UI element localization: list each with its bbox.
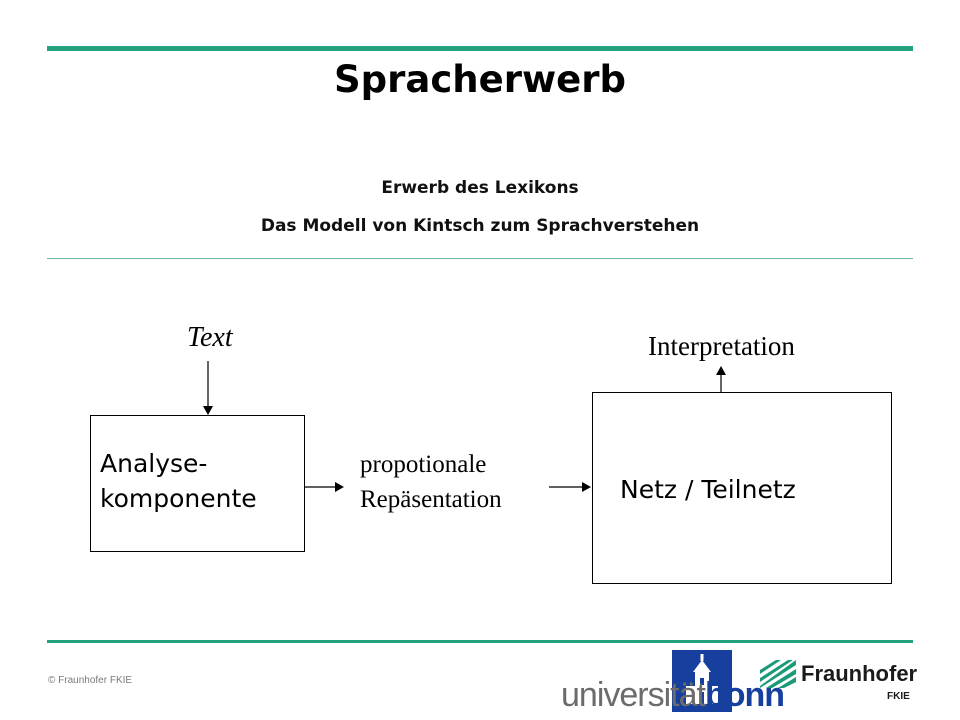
input-text-label: Text — [187, 322, 233, 353]
slide-subtitle-2: Das Modell von Kintsch zum Sprachversteh… — [260, 216, 700, 236]
header-divider — [47, 258, 913, 259]
fraunhofer-logo-subtext: FKIE — [887, 691, 910, 702]
analysis-component-box — [90, 415, 305, 552]
footer-rule — [47, 640, 913, 643]
arrowhead-up — [716, 366, 726, 375]
slide-title: Spracherwerb — [334, 58, 626, 101]
arrowhead-down — [203, 406, 213, 415]
analysis-component-label-2: komponente — [100, 484, 257, 513]
top-rule — [47, 46, 913, 51]
representation-label-1: propotionale — [360, 451, 487, 478]
university-logo-part1: universität — [561, 676, 706, 714]
fraunhofer-logo-text: Fraunhofer — [801, 661, 918, 686]
network-box — [592, 392, 892, 584]
university-bonn-logo-icon — [672, 650, 732, 712]
representation-label-2: Repäsentation — [360, 486, 502, 513]
slide-subtitle-1: Erwerb des Lexikons — [381, 178, 579, 198]
arrowhead-right-1 — [335, 482, 344, 492]
arrowhead-right-2 — [582, 482, 591, 492]
university-logo-part2: bonn — [704, 676, 785, 714]
interpretation-label: Interpretation — [648, 331, 795, 361]
analysis-component-label-1: Analyse- — [100, 449, 208, 478]
university-bonn-logo-text: universitätbonn — [561, 676, 785, 715]
network-label: Netz / Teilnetz — [620, 475, 796, 504]
fraunhofer-logo-icon — [760, 660, 796, 688]
copyright-text: © Fraunhofer FKIE — [48, 675, 133, 686]
